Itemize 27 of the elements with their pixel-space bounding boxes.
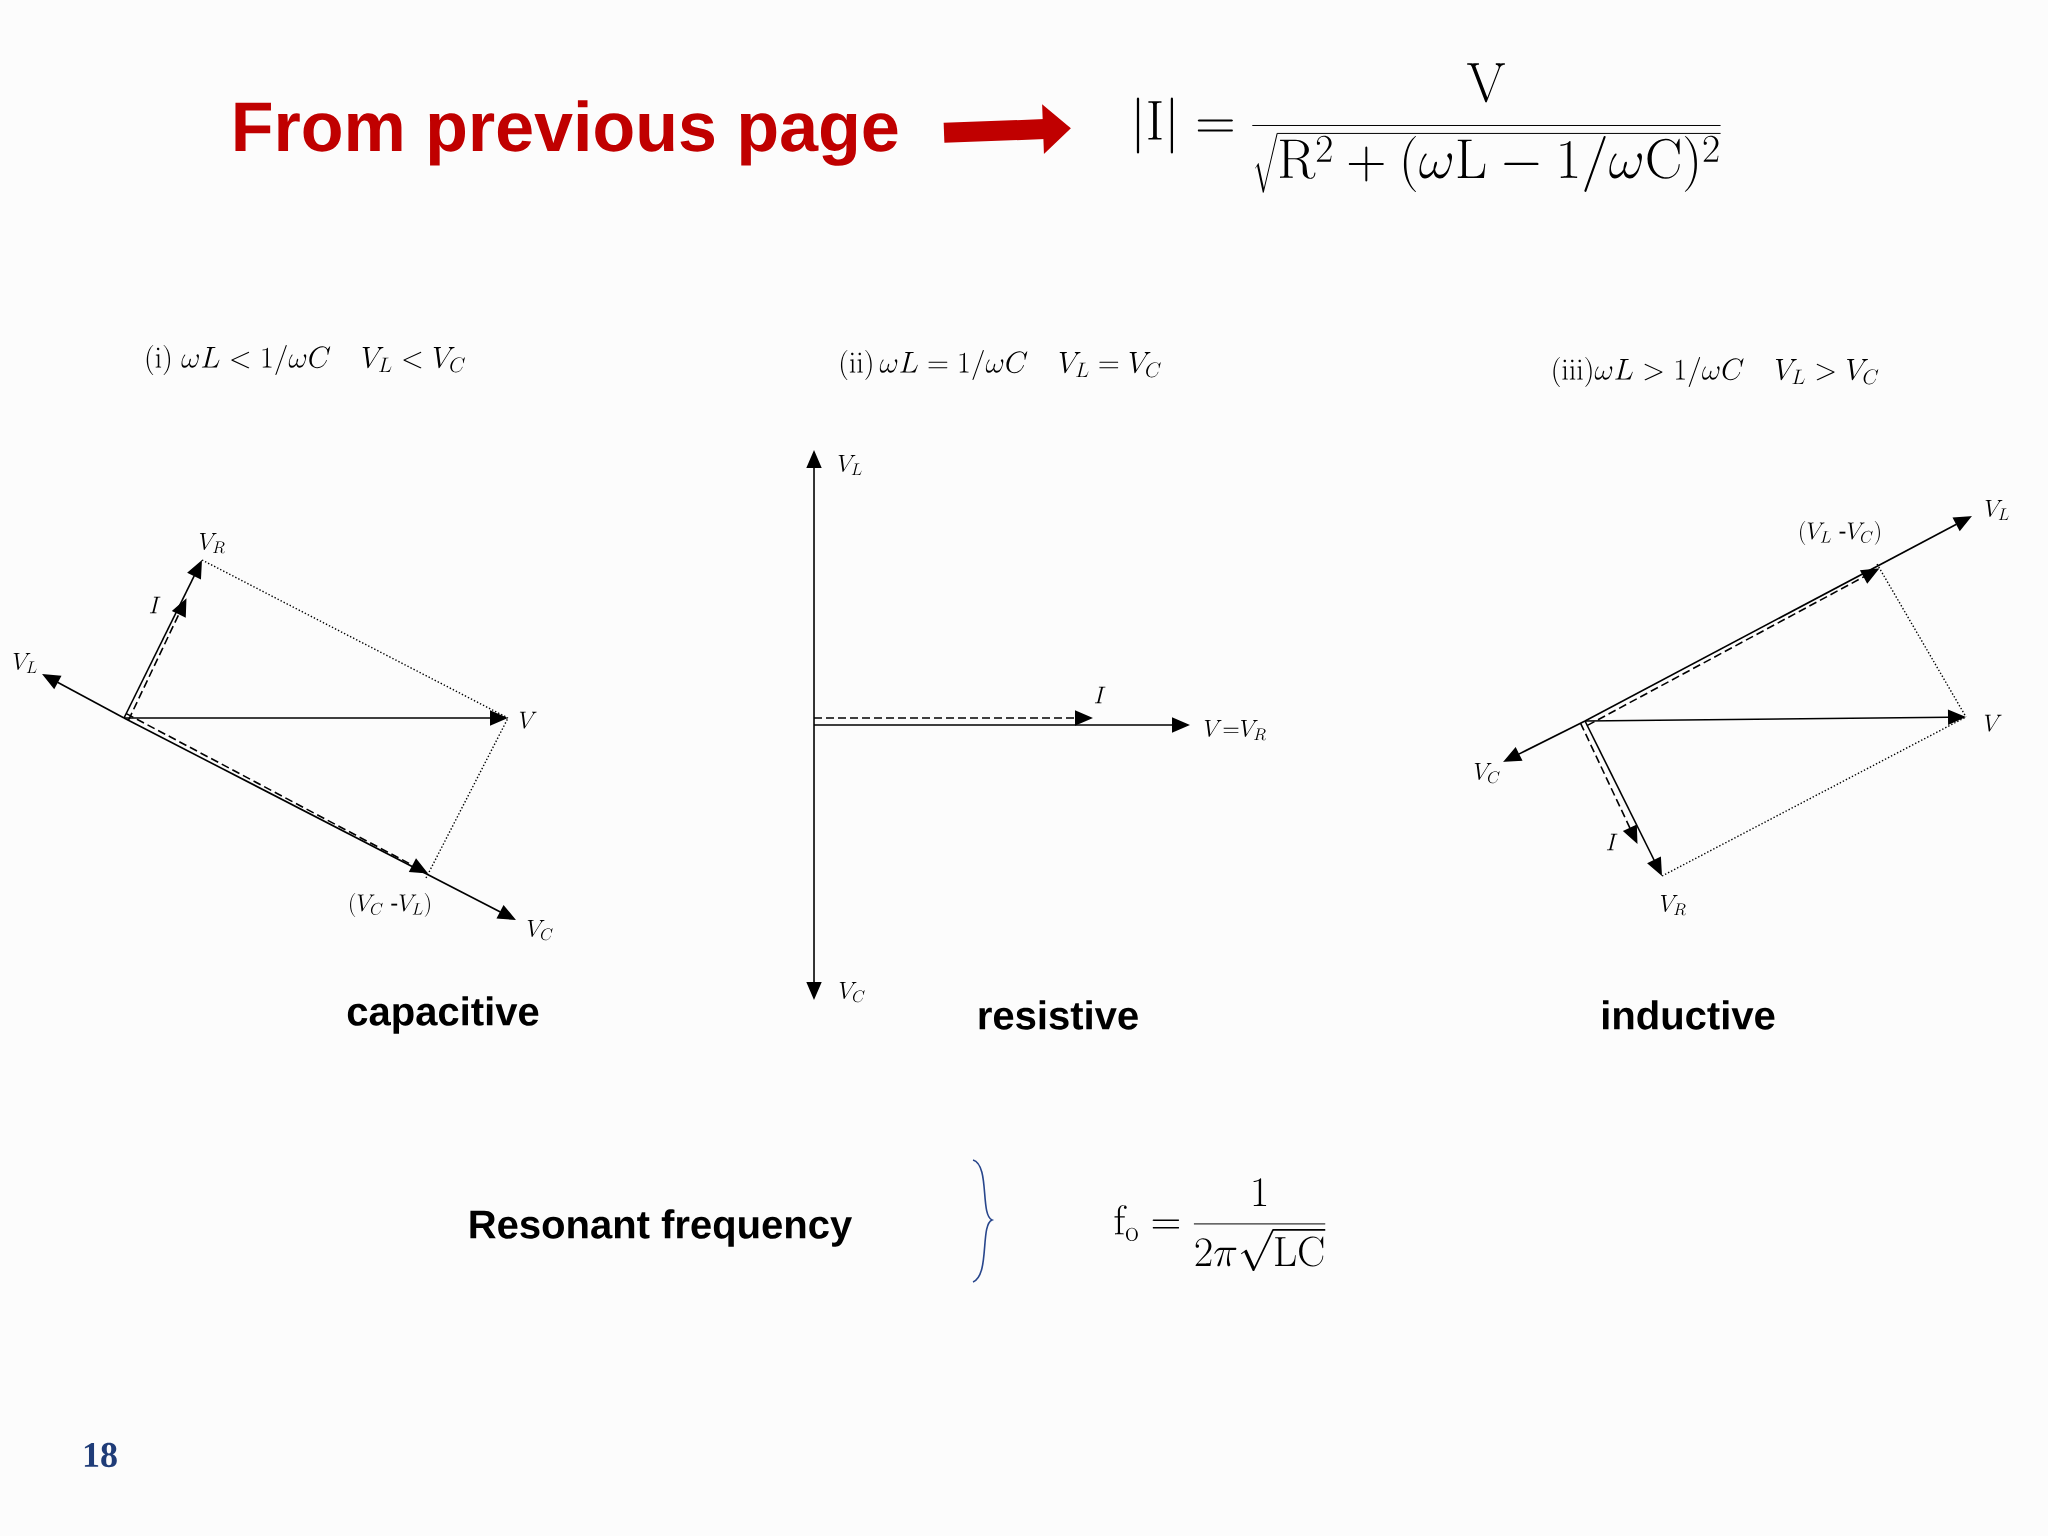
caption-text: inductive (1603, 1000, 1775, 1030)
phasor-label: $(V_C\ \text{-}V_L)$ (350, 893, 430, 917)
phasor-label: $V_L$ (13, 653, 37, 673)
phasor-label: $V_R$ (199, 533, 225, 554)
phasor-label: $I$ (1094, 686, 1106, 704)
page-number: 18 (84, 1442, 117, 1468)
condition-formula: $\mathrm{(i)}\ \omega L<1/\omega C\quad V_L<V_C$ (146, 345, 465, 375)
resonance-formula: $\mathrm{f}_{\mathrm{o}}=\frac{1}{2\pi\sqrt{\mathrm{LC}}}$ (1114, 1178, 1326, 1272)
current-formula: $|\mathrm{I}|=\frac{\mathrm{V}}{\sqrt{\mathrm{R}^2+(\omega\mathrm{L}-1/\omega\mathrm{C})^2}}$ (1136, 63, 1721, 193)
phasor-label: $I$ (149, 596, 161, 614)
phasor-label: $V$ (519, 711, 537, 729)
phasor-label: $V_R$ (1660, 895, 1686, 916)
phasor-label: $V_C$ (527, 920, 553, 941)
phasor-label: $V$ (1984, 714, 2002, 732)
phasor-label: $V_C$ (839, 982, 865, 1003)
condition-formula: $\mathrm{(iii)}\omega L>1/\omega C\quad V_L>V_C$ (1553, 357, 1879, 387)
caption-text: resistive (979, 1000, 1138, 1030)
caption-text: capacitive (347, 996, 539, 1034)
phasor-label: $V_C$ (1474, 763, 1500, 784)
caption-text: Resonant frequency (470, 1209, 852, 1247)
phasor-label: $V_L$ (838, 455, 862, 475)
heading-text: From previous page (235, 100, 898, 166)
phasor-label: $(V_L\ \text{-}V_C)$ (1800, 521, 1880, 545)
phasor-label: $V{=}V_R$ (1204, 720, 1266, 741)
phasor-label: $I$ (1606, 833, 1618, 851)
condition-formula: $\mathrm{(ii)}\,\omega L=1/\omega C\quad V_L=V_C$ (840, 350, 1161, 380)
phasor-label: $V_L$ (1985, 500, 2009, 520)
